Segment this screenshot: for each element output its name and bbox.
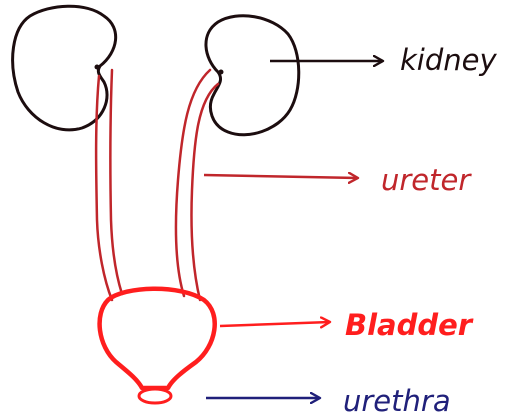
right-kidney-hilum-dot [219,70,224,75]
right-kidney [206,16,299,135]
ureter-arrow [204,175,358,178]
right-ureter-inner [191,84,218,300]
kidney-label: kidney [400,43,497,77]
urethra-label: urethra [343,384,451,415]
bladder-label: Bladder [345,308,474,342]
left-ureter-inner [110,70,122,294]
urethra-opening [139,389,171,403]
bladder [100,289,215,388]
ureter-label: ureter [381,163,472,197]
bladder-arrow [220,322,330,326]
left-kidney-hilum-dot [95,65,100,70]
left-kidney [13,6,116,130]
